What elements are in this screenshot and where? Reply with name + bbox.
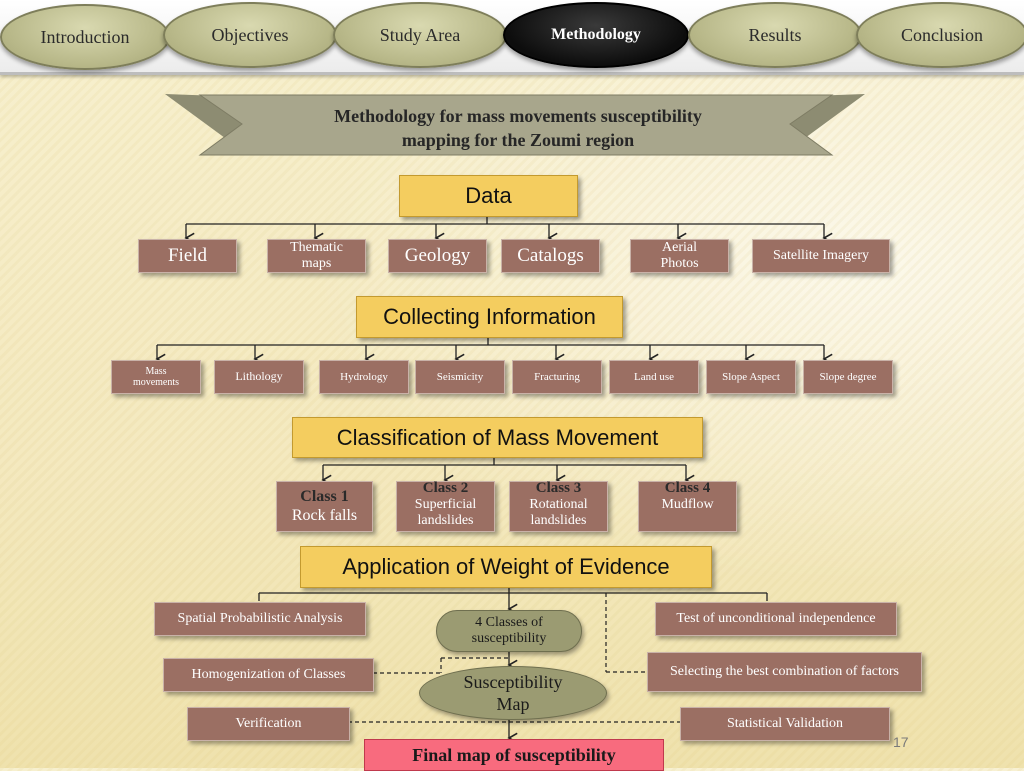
factor-label: Slope degree: [819, 370, 877, 383]
tab-label: Methodology: [551, 26, 641, 43]
class-description: Rock falls: [291, 506, 358, 524]
page-number: 17: [893, 734, 909, 750]
class-name: Class 2: [422, 480, 469, 496]
oval-label: 4 Classes of susceptibility: [471, 615, 547, 646]
factor-seismicity: Seismicity: [415, 360, 505, 394]
source-label: Aerial Photos: [660, 239, 699, 271]
class-4-box: Class 4 Mudflow: [638, 480, 737, 532]
factor-label: Lithology: [235, 369, 283, 384]
step-label: Homogenization of Classes: [191, 666, 346, 682]
data-box-label: Data: [465, 183, 512, 208]
source-field: Field: [138, 239, 237, 273]
factor-label: Seismicity: [436, 370, 484, 383]
tab-label: Introduction: [40, 26, 130, 47]
step-label: Selecting the best combination of factor…: [670, 663, 899, 679]
class-name: Class 1: [300, 488, 349, 506]
step-label: Statistical Validation: [726, 715, 843, 731]
oval-label: Susceptibility Map: [463, 672, 563, 714]
source-label: Field: [167, 245, 208, 267]
title-line-2: mapping for the Zoumi region: [401, 130, 635, 150]
source-satellite-imagery: Satellite Imagery: [752, 239, 890, 273]
step-label: Spatial Probabilistic Analysis: [177, 610, 343, 626]
source-catalogs: Catalogs: [501, 239, 600, 273]
best-combination-box: Selecting the best combination of factor…: [647, 652, 922, 692]
factor-slope-aspect: Slope Aspect: [706, 360, 796, 394]
source-label: Geology: [404, 245, 471, 267]
source-aerial-photos: Aerial Photos: [630, 239, 729, 273]
tab-study-area[interactable]: Study Area: [333, 2, 507, 68]
class-description: Mudflow: [661, 497, 714, 513]
tab-label: Objectives: [211, 24, 289, 45]
factor-hydrology: Hydrology: [319, 360, 409, 394]
factor-land-use: Land use: [609, 360, 699, 394]
factor-mass-movements: Mass movements: [111, 360, 201, 394]
source-thematic-maps: Thematic maps: [267, 239, 366, 273]
tab-conclusion[interactable]: Conclusion: [856, 2, 1024, 68]
title-ribbon: [165, 94, 865, 156]
tab-label: Results: [748, 24, 802, 45]
weight-of-evidence-label: Application of Weight of Evidence: [342, 554, 670, 579]
factor-label: Fracturing: [534, 370, 580, 383]
class-name: Class 4: [664, 480, 711, 496]
tab-results[interactable]: Results: [688, 2, 862, 68]
tab-label: Conclusion: [900, 24, 983, 45]
final-map-label: Final map of susceptibility: [412, 744, 616, 765]
susceptibility-classes-oval: 4 Classes of susceptibility: [436, 610, 582, 652]
tab-methodology[interactable]: Methodology: [503, 2, 689, 68]
factor-label: Hydrology: [340, 370, 388, 383]
source-label: Catalogs: [517, 245, 584, 267]
source-geology: Geology: [388, 239, 487, 273]
factor-fracturing: Fracturing: [512, 360, 602, 394]
classification-box: Classification of Mass Movement: [292, 417, 703, 458]
class-2-box: Class 2 Superficial landslides: [396, 480, 495, 532]
step-label: Verification: [235, 715, 302, 731]
weight-of-evidence-box: Application of Weight of Evidence: [300, 546, 712, 588]
tab-label: Study Area: [379, 24, 461, 45]
class-description: Superficial landslides: [414, 497, 477, 529]
homogenization-box: Homogenization of Classes: [163, 658, 374, 692]
class-1-box: Class 1 Rock falls: [276, 481, 373, 532]
source-label: Thematic maps: [290, 239, 343, 271]
class-description: Rotational landslides: [529, 497, 588, 529]
factor-label: Slope Aspect: [722, 370, 780, 383]
factor-slope-degree: Slope degree: [803, 360, 893, 394]
class-3-box: Class 3 Rotational landslides: [509, 480, 608, 532]
data-box: Data: [399, 175, 578, 217]
tab-introduction[interactable]: Introduction: [0, 4, 170, 70]
spatial-probabilistic-analysis-box: Spatial Probabilistic Analysis: [154, 602, 366, 636]
factor-label: Land use: [633, 370, 674, 383]
factor-label: Mass movements: [132, 365, 180, 389]
final-map-box: Final map of susceptibility: [364, 739, 664, 771]
factor-lithology: Lithology: [214, 360, 304, 394]
classification-label: Classification of Mass Movement: [336, 424, 659, 450]
class-name: Class 3: [535, 480, 582, 496]
tab-objectives[interactable]: Objectives: [163, 2, 337, 68]
test-independence-box: Test of unconditional independence: [655, 602, 897, 636]
susceptibility-map-oval: Susceptibility Map: [419, 666, 607, 720]
title-line-1: Methodology for mass movements susceptib…: [334, 106, 702, 126]
source-label: Satellite Imagery: [772, 247, 870, 263]
statistical-validation-box: Statistical Validation: [680, 707, 890, 741]
collecting-information-label: Collecting Information: [383, 304, 596, 329]
verification-box: Verification: [187, 707, 350, 741]
collecting-information-box: Collecting Information: [356, 296, 623, 338]
diagram-title: Methodology for mass movements susceptib…: [230, 104, 806, 152]
step-label: Test of unconditional independence: [676, 610, 876, 626]
